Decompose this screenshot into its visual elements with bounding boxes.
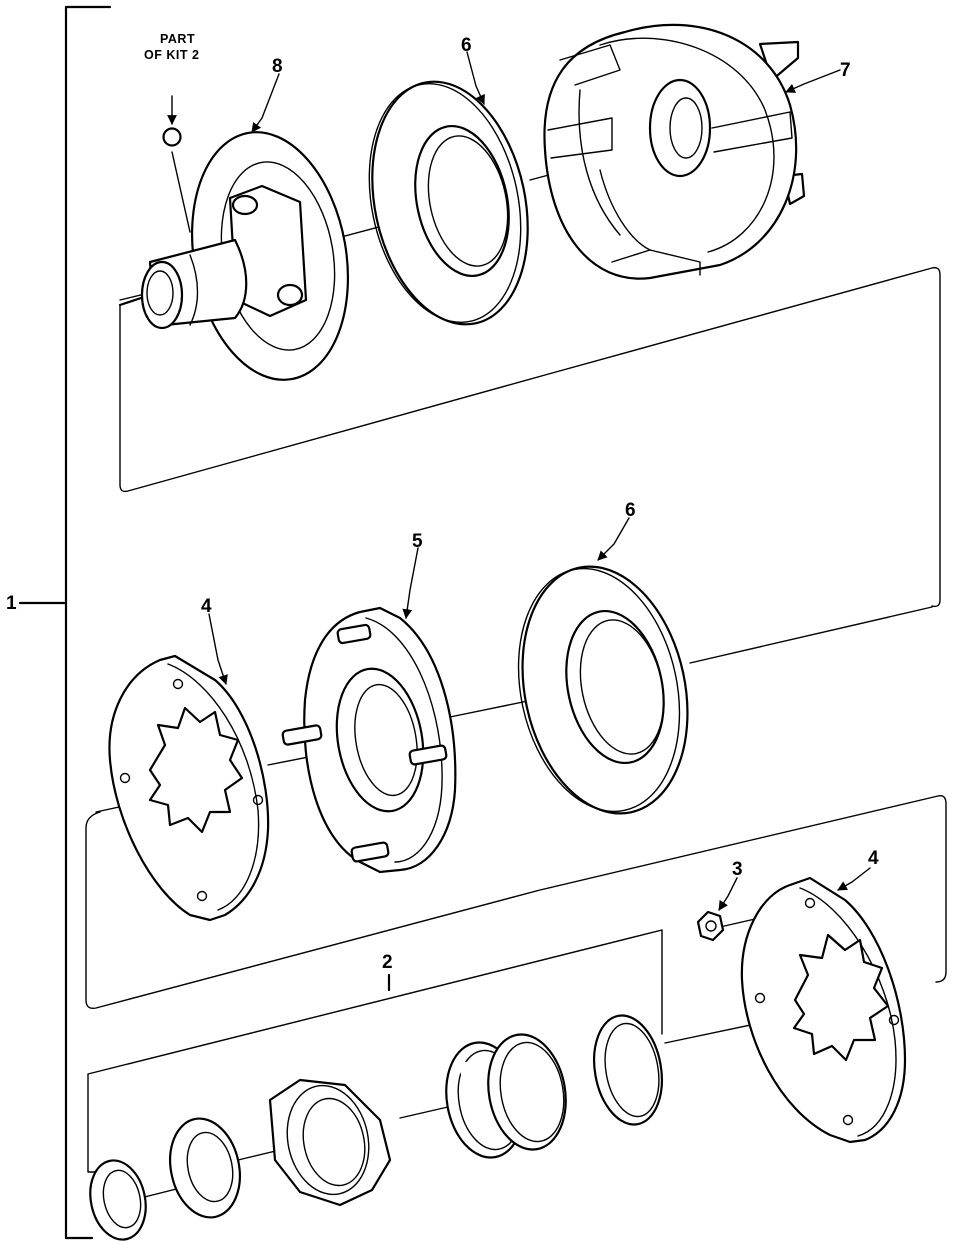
- callout-assembly: 1: [6, 593, 17, 614]
- callout-stud-plate: 5: [412, 531, 423, 552]
- split-ring-3: [593, 1014, 663, 1126]
- bearing-cage: [268, 1078, 392, 1207]
- callout-hub: 8: [272, 56, 283, 77]
- nut-part: [696, 910, 725, 942]
- callout-disc-middle: 6: [625, 500, 636, 521]
- note-line-1: PART: [160, 32, 195, 46]
- note-line-2: OF KIT 2: [144, 48, 199, 62]
- callout-plate-left: 4: [201, 596, 212, 617]
- plate-right-part: [740, 876, 907, 1144]
- explode-frame-lower: [87, 929, 663, 1173]
- callout-plate-right: 4: [868, 848, 879, 869]
- callout-nut: 3: [732, 859, 743, 880]
- stud-bolts: [281, 623, 448, 863]
- friction-disc-upper: [368, 80, 529, 326]
- hub-part: [140, 131, 350, 381]
- housing-part: [543, 23, 806, 280]
- callout-disc-upper: 6: [461, 35, 472, 56]
- explode-frame-middle: [85, 794, 947, 1010]
- callout-housing: 7: [840, 60, 851, 81]
- plate-left-part: [108, 654, 270, 922]
- stud-plate-part: [281, 606, 457, 874]
- split-ring-2: [487, 1033, 567, 1151]
- sealing-ring-2: [169, 1117, 241, 1219]
- seal-kit-parts: [89, 1014, 663, 1241]
- o-ring-part: [162, 127, 191, 233]
- callout-seal-kit: 2: [382, 952, 393, 973]
- assembly-bracket: [18, 5, 112, 1240]
- leader-lines: [167, 51, 871, 992]
- friction-disc-middle: [517, 565, 689, 815]
- sealing-ring-1: [89, 1159, 147, 1241]
